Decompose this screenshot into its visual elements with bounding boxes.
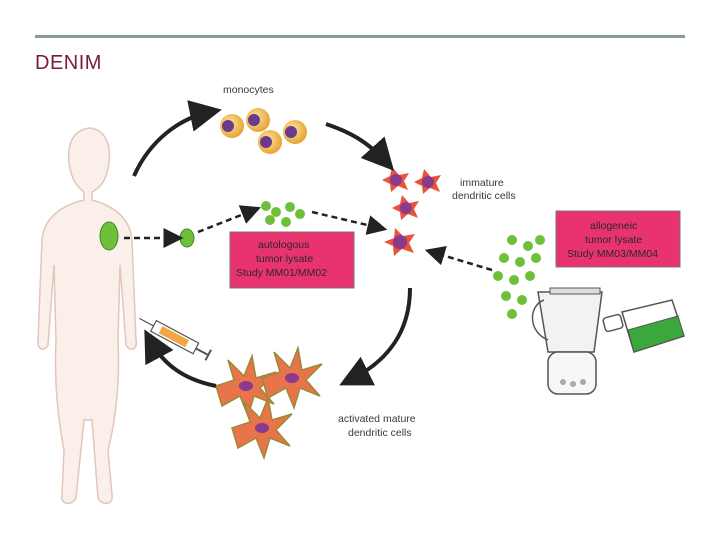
arrow-body-to-monocytes	[132, 100, 222, 177]
dashed-arrow-fragment-to-lysate	[197, 205, 261, 234]
svg-text:Study MM03/MM04: Study MM03/MM04	[567, 248, 658, 260]
page-title: DENIM	[35, 52, 102, 74]
allogeneic-lysate-particles	[493, 235, 545, 319]
dashed-arrow-lysate-to-dc	[311, 210, 388, 235]
svg-text:tumor lysate: tumor lysate	[585, 234, 642, 246]
culture-flask-icon	[602, 299, 685, 353]
svg-text:allogeneic: allogeneic	[590, 220, 637, 232]
autologous-lysate-particles	[261, 201, 305, 227]
svg-text:Study MM01/MM02: Study MM01/MM02	[236, 267, 327, 279]
blender-icon	[531, 287, 603, 395]
activated-mature-dendritic-cells	[215, 345, 323, 461]
arrow-monocytes-to-immature	[325, 122, 395, 171]
dashed-arrow-allogeneic-to-dc	[424, 246, 493, 272]
autologous-lysate-box: autologous tumor lysate Study MM01/MM02	[229, 231, 355, 289]
svg-text:autologous: autologous	[258, 239, 309, 251]
monocytes-label: monocytes	[223, 84, 274, 96]
svg-text:tumor lysate: tumor lysate	[256, 253, 313, 265]
tumor-in-body	[99, 221, 119, 251]
immature-dendritic-cells	[382, 167, 441, 256]
activated-label-line2: dendritic cells	[348, 427, 412, 439]
header-rule	[35, 35, 685, 38]
immature-label-line1: immature	[460, 177, 504, 189]
monocyte-cluster	[220, 108, 307, 154]
tumor-fragment	[179, 228, 195, 248]
arrow-activated-to-body	[144, 329, 217, 388]
human-body-figure	[37, 127, 138, 504]
allogeneic-lysate-box: allogeneic tumor lysate Study MM03/MM04	[555, 210, 681, 268]
syringe-icon	[139, 317, 212, 361]
activated-label-line1: activated mature	[338, 413, 416, 425]
immature-label-line2: dendritic cells	[452, 190, 516, 202]
arrow-immature-to-activated	[339, 287, 412, 386]
